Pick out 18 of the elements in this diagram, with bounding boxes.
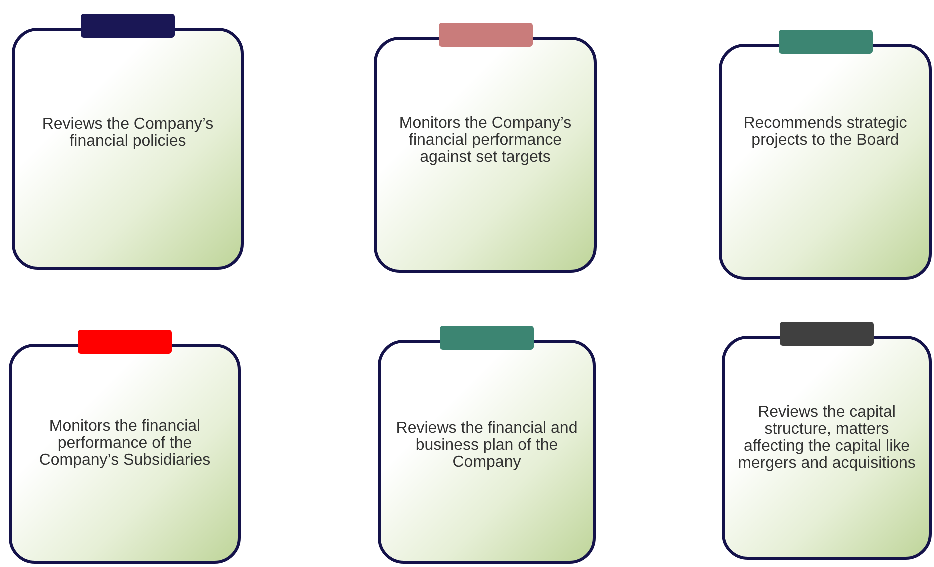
card <box>719 30 932 280</box>
card-text: Reviews the Company’s financial policies <box>41 116 215 150</box>
card-tab <box>778 30 872 54</box>
card-text: Monitors the financial performance of the Company’s Subsidiaries <box>38 418 212 469</box>
card <box>9 330 241 564</box>
card <box>722 322 932 560</box>
card-text: Recommends strategic projects to the Board <box>742 115 908 149</box>
card <box>374 23 597 273</box>
card-text: Monitors the Company’s financial performance against set targets <box>398 115 573 166</box>
card-tab <box>780 322 874 346</box>
card-text: Reviews the financial and business plan of the Company <box>395 420 579 471</box>
card <box>378 326 596 564</box>
card-tab <box>440 326 534 350</box>
card-text: Reviews the capital structure, matters affecting the capital like mergers and acquisitions <box>737 404 917 472</box>
card-tab <box>78 330 172 354</box>
card-tab <box>438 23 532 47</box>
card-tab <box>81 14 175 38</box>
card <box>12 14 244 270</box>
